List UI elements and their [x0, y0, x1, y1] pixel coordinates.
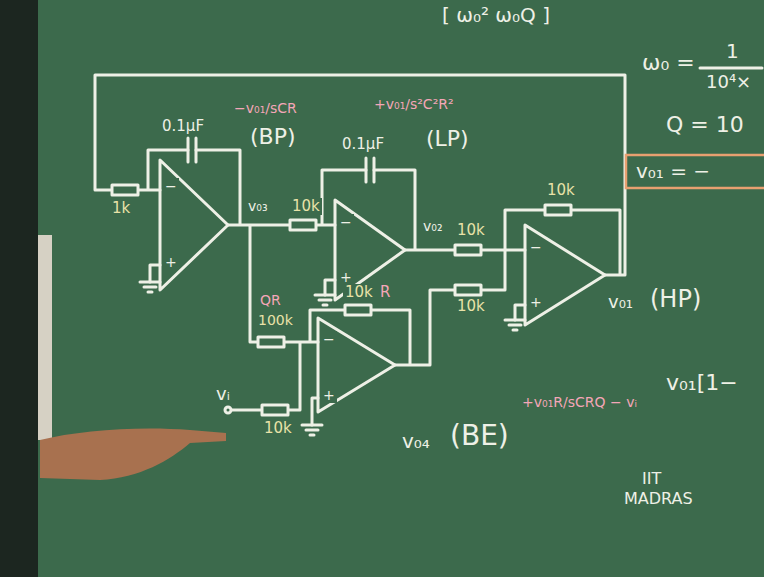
hand [40, 428, 226, 480]
signal-name: vᵢ [214, 384, 232, 405]
resistor-symbol [262, 405, 288, 415]
signal-name: (HP) [648, 286, 703, 314]
opamp-sign: + [338, 269, 354, 285]
component-value: 10k [455, 298, 487, 315]
resistor-symbol [290, 220, 316, 230]
fraction-bar [700, 67, 762, 70]
component-value: 10k [262, 420, 294, 437]
equation: ω₀ = [640, 50, 697, 75]
component-value: 0.1μF [340, 136, 386, 153]
equation: +v₀₁R/sCRQ − vᵢ [520, 394, 639, 410]
component-value: 0.1μF [160, 118, 206, 135]
sleeve [38, 235, 52, 440]
equation: +v₀₁/s²C²R² [372, 96, 456, 112]
opamp-sign: − [528, 239, 544, 255]
opamp-sign: + [163, 254, 179, 270]
equation: 1 [724, 40, 741, 63]
input-terminal [225, 407, 231, 413]
equation: Q = 10 [664, 112, 746, 137]
signal-name: v₀₁ [606, 292, 635, 313]
equation: −v₀₁/sCR [232, 100, 299, 116]
ground-symbol [140, 282, 525, 435]
resistor-symbol [112, 185, 138, 195]
component-value: 10k [343, 284, 375, 301]
component-value: 10k [545, 182, 577, 199]
opamp-sign: + [321, 387, 337, 403]
component-value: 1k [110, 200, 132, 217]
resistor-symbol [455, 285, 481, 295]
board-edge [0, 0, 38, 577]
equation: [ ω₀² ω₀Q ] [440, 4, 552, 27]
signal-name: (BP) [248, 124, 298, 149]
signal-name: v₀₂ [421, 218, 445, 234]
opamp-sign: − [163, 178, 179, 194]
signal-name: (LP) [424, 126, 471, 151]
watermark: IIT [640, 470, 663, 488]
watermark: MADRAS [622, 490, 695, 508]
opamp-sign: − [338, 214, 354, 230]
resistor-symbol [455, 245, 481, 255]
equation: v₀₁ = − [634, 160, 712, 183]
equation: v₀₁[1− [664, 370, 740, 395]
component-value: 10k [455, 222, 487, 239]
resistor-symbol [258, 337, 284, 347]
wire [95, 75, 625, 425]
resistor-symbol [545, 205, 571, 215]
opamp-sign: + [528, 294, 544, 310]
result-box [626, 155, 764, 188]
component-value: 100k [256, 312, 295, 328]
resistor-symbol [345, 305, 371, 315]
opamp-symbol [160, 160, 605, 412]
opamp-sign: − [321, 331, 337, 347]
component-value: R [378, 284, 392, 301]
signal-name: (BE) [448, 420, 511, 452]
component-value: 10k [290, 198, 322, 215]
signal-name: v₀₄ [400, 430, 432, 453]
signal-name: v₀₃ [246, 198, 270, 214]
component-value: QR [258, 292, 283, 308]
equation: 10⁴× [704, 72, 753, 93]
